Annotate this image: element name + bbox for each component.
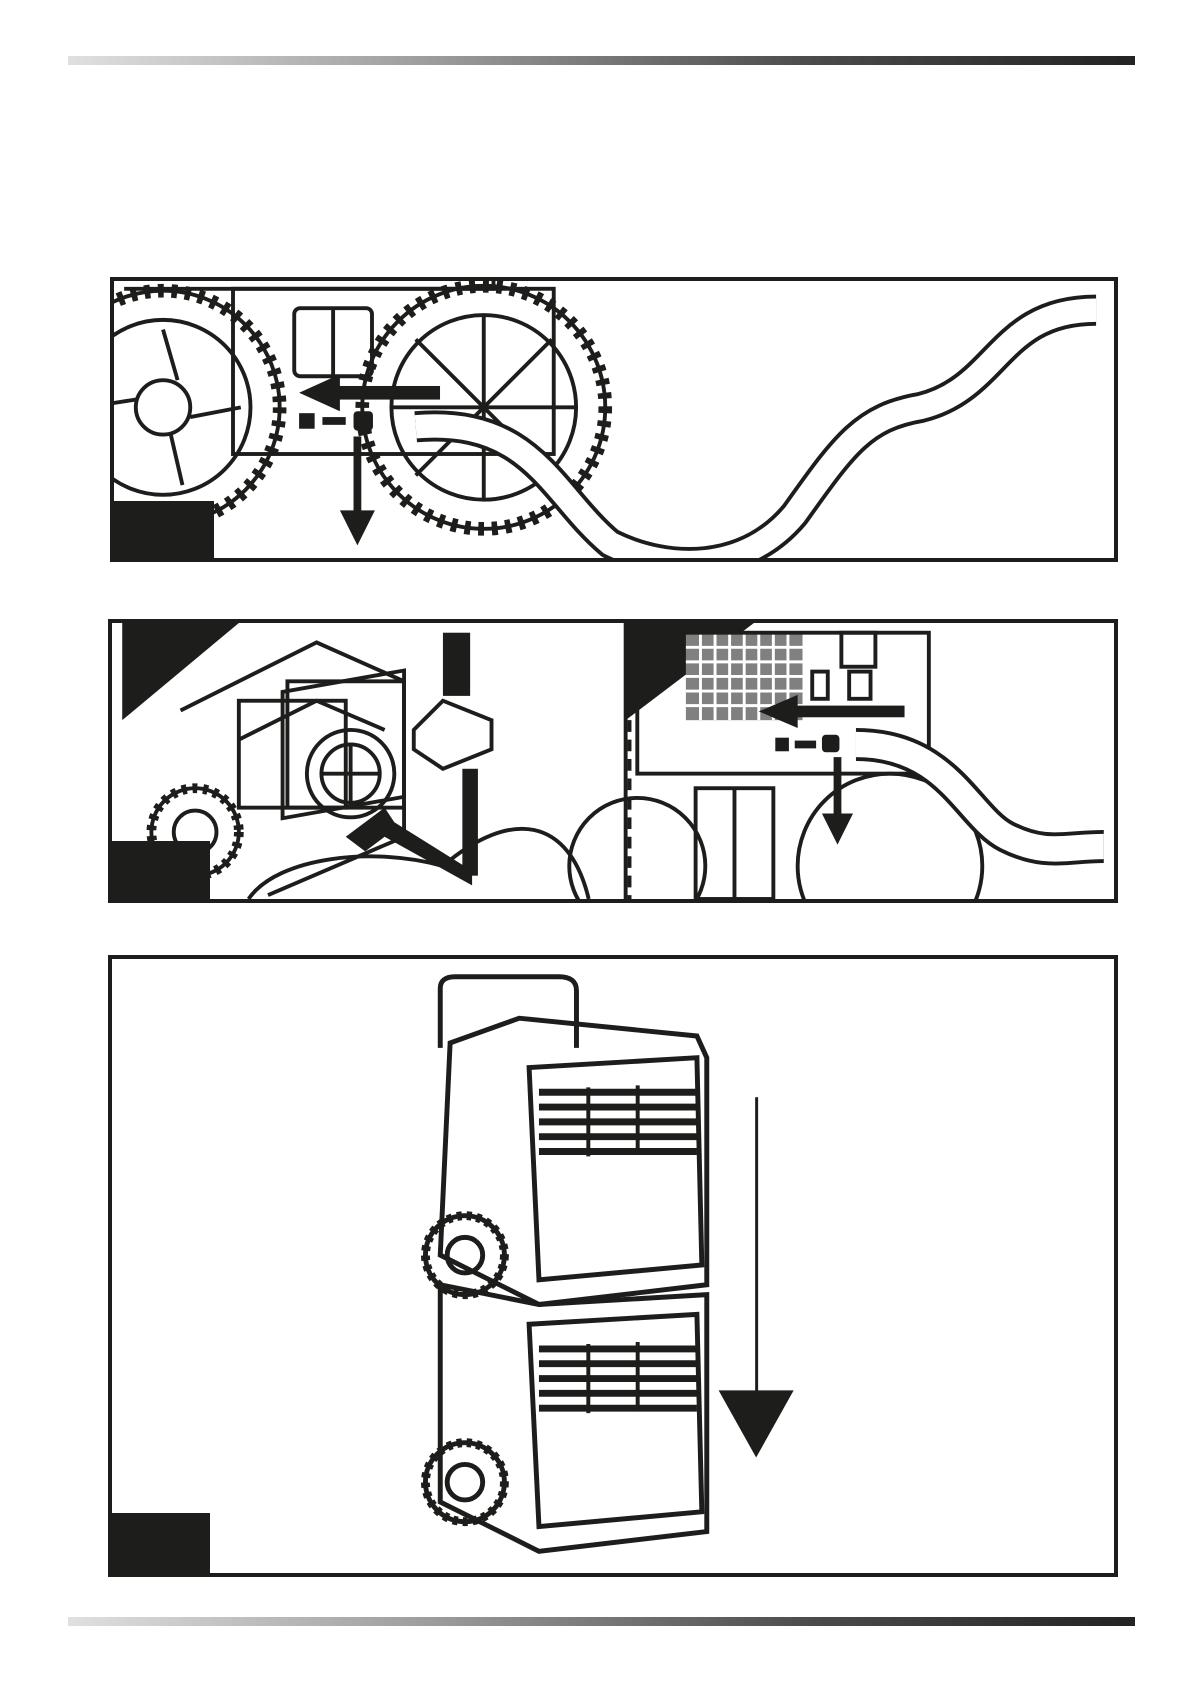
coil-install-illustration — [112, 623, 1114, 899]
footer-rule — [68, 1617, 1135, 1626]
arrow-down-icon — [719, 1097, 794, 1457]
stacked-units-illustration — [112, 959, 1114, 1573]
header-rule — [68, 56, 1135, 65]
figure-2-panel — [108, 619, 1118, 903]
hose-disconnect-illustration — [114, 281, 1114, 558]
figure-3-label — [112, 1513, 210, 1573]
figure-1-panel — [110, 277, 1118, 562]
figure-1-label — [114, 501, 214, 558]
figure-3-panel — [108, 955, 1118, 1577]
figure-2-label — [112, 841, 210, 899]
